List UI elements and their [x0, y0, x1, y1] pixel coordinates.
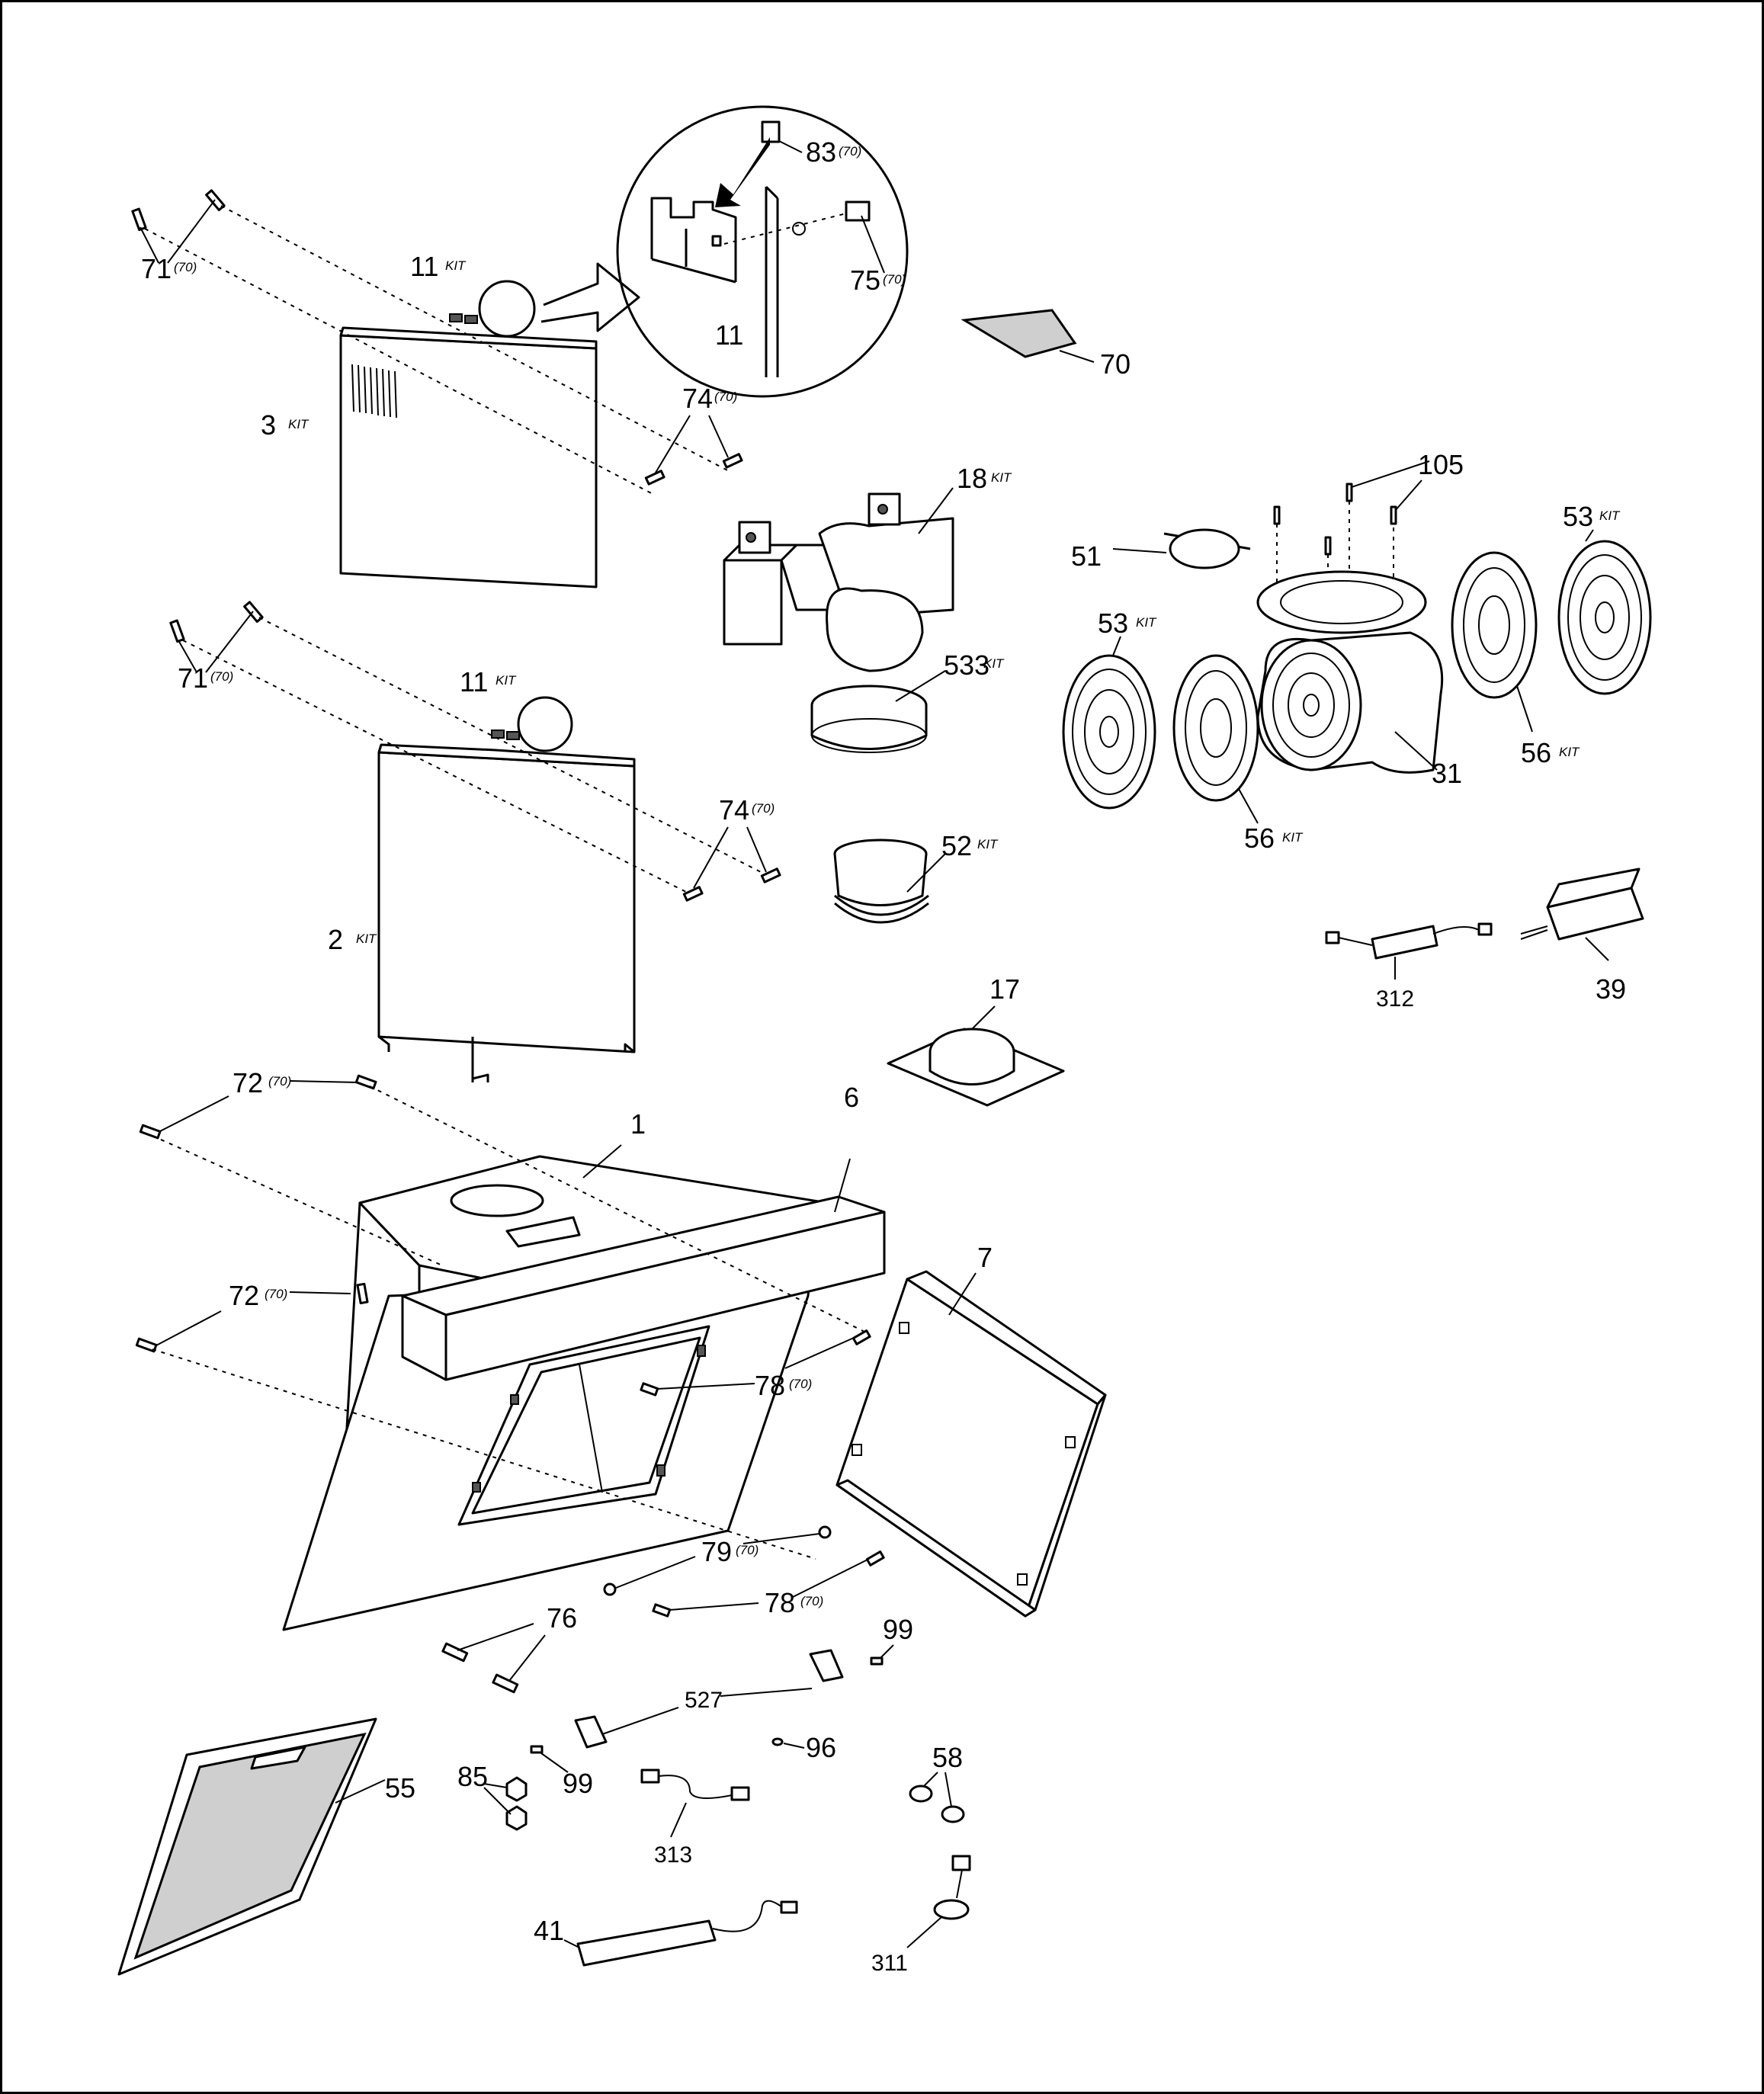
- svg-text:KIT: KIT: [445, 258, 467, 273]
- hood-body: [282, 1144, 886, 1631]
- label-74-a: 74: [682, 383, 713, 414]
- label-74-b: 74: [719, 794, 749, 826]
- lamp-holder-311: [906, 1855, 971, 1948]
- bolts-76: [441, 1623, 546, 1694]
- svg-text:(70): (70): [268, 1074, 291, 1089]
- svg-text:(70): (70): [789, 1377, 812, 1391]
- label-83: 83: [806, 136, 836, 168]
- bracket-527: [530, 1644, 894, 1773]
- label-58: 58: [932, 1742, 963, 1773]
- label-72-b: 72: [229, 1280, 259, 1311]
- svg-text:KIT: KIT: [1282, 830, 1304, 845]
- detail-view: [616, 105, 909, 398]
- svg-text:KIT: KIT: [288, 417, 310, 431]
- label-78-b: 78: [765, 1587, 795, 1618]
- cable-313: [640, 1769, 750, 1838]
- lower-chimney: [377, 730, 636, 1082]
- screws-71-lower: [169, 601, 771, 893]
- label-99-b: 99: [563, 1768, 593, 1799]
- label-85: 85: [457, 1761, 488, 1792]
- svg-text:(70): (70): [839, 144, 861, 159]
- label-56-a: 56: [1244, 823, 1275, 854]
- label-96: 96: [806, 1732, 836, 1763]
- label-313: 313: [654, 1842, 692, 1868]
- plate-17: [887, 1005, 1065, 1107]
- label-56-b: 56: [1521, 737, 1551, 768]
- adapter-18: [723, 487, 954, 672]
- lamps-58: [909, 1772, 965, 1823]
- label-533: 533: [944, 649, 989, 681]
- label-79: 79: [701, 1536, 732, 1567]
- svg-text:KIT: KIT: [1599, 508, 1621, 523]
- svg-text:KIT: KIT: [356, 932, 377, 946]
- label-11-b: 11: [460, 666, 488, 697]
- svg-text:(70): (70): [265, 1287, 287, 1301]
- label-17: 17: [989, 973, 1020, 1005]
- screws-72: [135, 1074, 870, 1560]
- svg-text:(70): (70): [174, 260, 197, 274]
- svg-text:(70): (70): [752, 801, 775, 816]
- label-527: 527: [685, 1688, 723, 1713]
- ring-533: [810, 670, 946, 753]
- label-99-a: 99: [883, 1614, 913, 1645]
- upper-chimney: [339, 313, 598, 588]
- svg-text:KIT: KIT: [1559, 745, 1580, 759]
- label-76: 76: [547, 1602, 577, 1634]
- motor-assembly: [1112, 460, 1444, 774]
- svg-text:KIT: KIT: [1136, 615, 1157, 630]
- label-41: 41: [534, 1915, 564, 1946]
- label-75: 75: [850, 265, 880, 296]
- electrical-parts: [1325, 867, 1644, 980]
- screws-74-upper: [644, 415, 743, 486]
- label-7: 7: [977, 1242, 993, 1273]
- label-78-a: 78: [755, 1370, 785, 1401]
- label-39: 39: [1596, 973, 1626, 1005]
- label-53-b: 53: [1563, 501, 1593, 532]
- label-72-a: 72: [233, 1067, 263, 1098]
- label-11-a: 11: [410, 251, 438, 282]
- screws-74-lower: [682, 826, 781, 902]
- label-55: 55: [385, 1772, 415, 1804]
- svg-text:(70): (70): [800, 1594, 823, 1608]
- nuts-85: [483, 1776, 528, 1831]
- diffuser-52: [833, 839, 946, 924]
- label-71-b: 71: [178, 662, 208, 694]
- label-51: 51: [1071, 540, 1102, 572]
- label-105: 105: [1418, 449, 1464, 480]
- svg-text:(70): (70): [736, 1543, 759, 1557]
- label-53-a: 53: [1098, 608, 1128, 639]
- screws-78-79: [603, 1329, 885, 1618]
- filter-70: [961, 309, 1095, 363]
- label-2: 2: [328, 924, 343, 955]
- svg-text:KIT: KIT: [983, 656, 1005, 671]
- label-312: 312: [1376, 986, 1414, 1012]
- glass-panel-7: [835, 1270, 1107, 1618]
- label-71-a: 71: [141, 253, 172, 284]
- label-6: 6: [844, 1082, 859, 1113]
- svg-text:KIT: KIT: [991, 470, 1012, 485]
- svg-text:(70): (70): [883, 272, 906, 287]
- labels: 71 (70) 11 KIT 83 (70) 75 (70) 11 70 3 K…: [141, 136, 1626, 1976]
- label-11-detail: 11: [715, 319, 743, 351]
- svg-text:KIT: KIT: [977, 837, 999, 851]
- label-70: 70: [1100, 348, 1131, 380]
- label-311: 311: [871, 1951, 908, 1976]
- svg-text:(70): (70): [210, 669, 233, 684]
- screws-71-upper: [131, 189, 733, 496]
- label-18: 18: [957, 463, 987, 494]
- switch-41: [563, 1900, 798, 1967]
- svg-text:KIT: KIT: [496, 673, 517, 688]
- grease-filter-55: [117, 1717, 386, 1976]
- label-31: 31: [1432, 758, 1462, 789]
- label-52: 52: [941, 830, 972, 861]
- svg-text:(70): (70): [714, 390, 737, 404]
- label-3: 3: [261, 409, 276, 441]
- carbon-filters: [1062, 529, 1652, 824]
- label-1: 1: [630, 1108, 646, 1140]
